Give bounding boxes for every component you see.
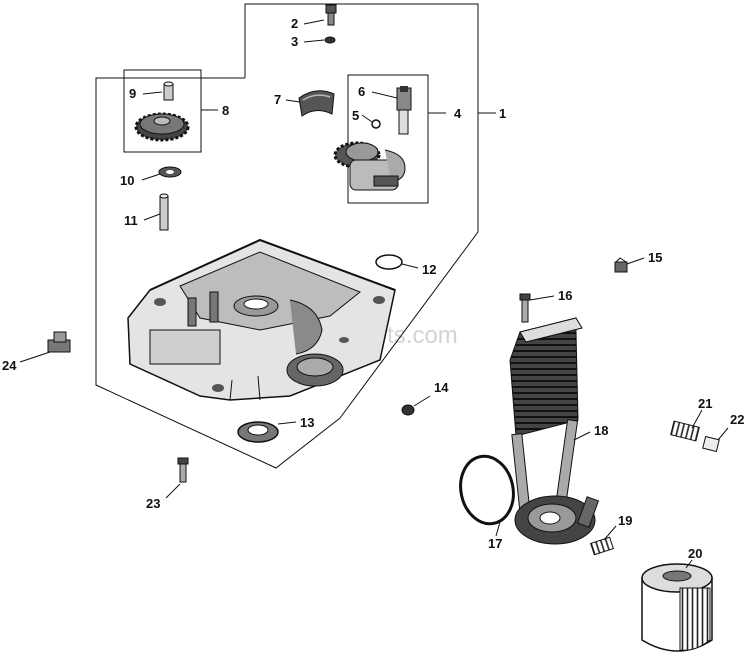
callout-20: 20 [688,546,702,561]
oil-cooler-part-18[interactable] [509,317,600,545]
pickup-tube-part-6[interactable] [396,86,412,135]
callout-2: 2 [291,16,298,31]
callout-1: 1 [499,106,506,121]
group-box-4 [347,74,429,204]
callout-22: 22 [730,412,744,427]
callout-19: 19 [618,513,632,528]
callout-4: 4 [454,106,462,121]
callout-8: 8 [222,103,229,118]
oil-seal-part-13[interactable] [237,421,279,443]
o-ring-part-12[interactable] [375,254,403,270]
bolt-part-23[interactable] [177,457,189,483]
callout-13: 13 [300,415,314,430]
nut-part-14[interactable] [401,404,415,416]
clamp-part-15[interactable] [614,257,628,273]
washer-part-3[interactable] [324,36,336,44]
callout-11: 11 [124,213,138,228]
callout-16: 16 [558,288,572,303]
callout-24: 24 [2,358,17,373]
filter-o-ring-part-17[interactable] [454,451,519,528]
callout-17: 17 [488,536,502,551]
callout-5: 5 [352,108,359,123]
callout-7: 7 [274,92,281,107]
callout-14: 14 [434,380,449,395]
oil-filter-part-20[interactable] [641,563,713,652]
callout-18: 18 [594,423,608,438]
callout-23: 23 [146,496,160,511]
leader-lines [19,19,729,569]
nipple-part-19[interactable] [590,536,614,556]
oil-pump-part-4[interactable] [333,141,406,191]
thrust-washer-part-10[interactable] [158,166,182,178]
callout-labels: 2 3 9 8 7 6 5 4 1 10 11 12 13 14 15 16 1… [2,16,744,561]
callout-10: 10 [120,173,134,188]
callout-12: 12 [422,262,436,277]
callout-6: 6 [358,84,365,99]
callout-3: 3 [291,34,298,49]
fitting-part-21[interactable] [670,420,700,442]
screw-part-16[interactable] [519,293,531,323]
drain-plug-part-24[interactable] [47,331,71,353]
screw-part-2[interactable] [325,4,337,26]
closure-plate-housing[interactable] [127,238,396,401]
callout-9: 9 [129,86,136,101]
callout-21: 21 [698,396,712,411]
shaft-part-11[interactable] [159,193,169,231]
group-outline-1 [95,3,479,469]
cap-part-22[interactable] [702,435,720,453]
pin-part-9[interactable] [163,81,174,101]
strainer-part-7[interactable] [298,90,335,117]
governor-gear-part-8[interactable] [134,112,190,142]
o-ring-part-5[interactable] [371,119,381,129]
callout-15: 15 [648,250,662,265]
group-box-8 [123,69,202,153]
